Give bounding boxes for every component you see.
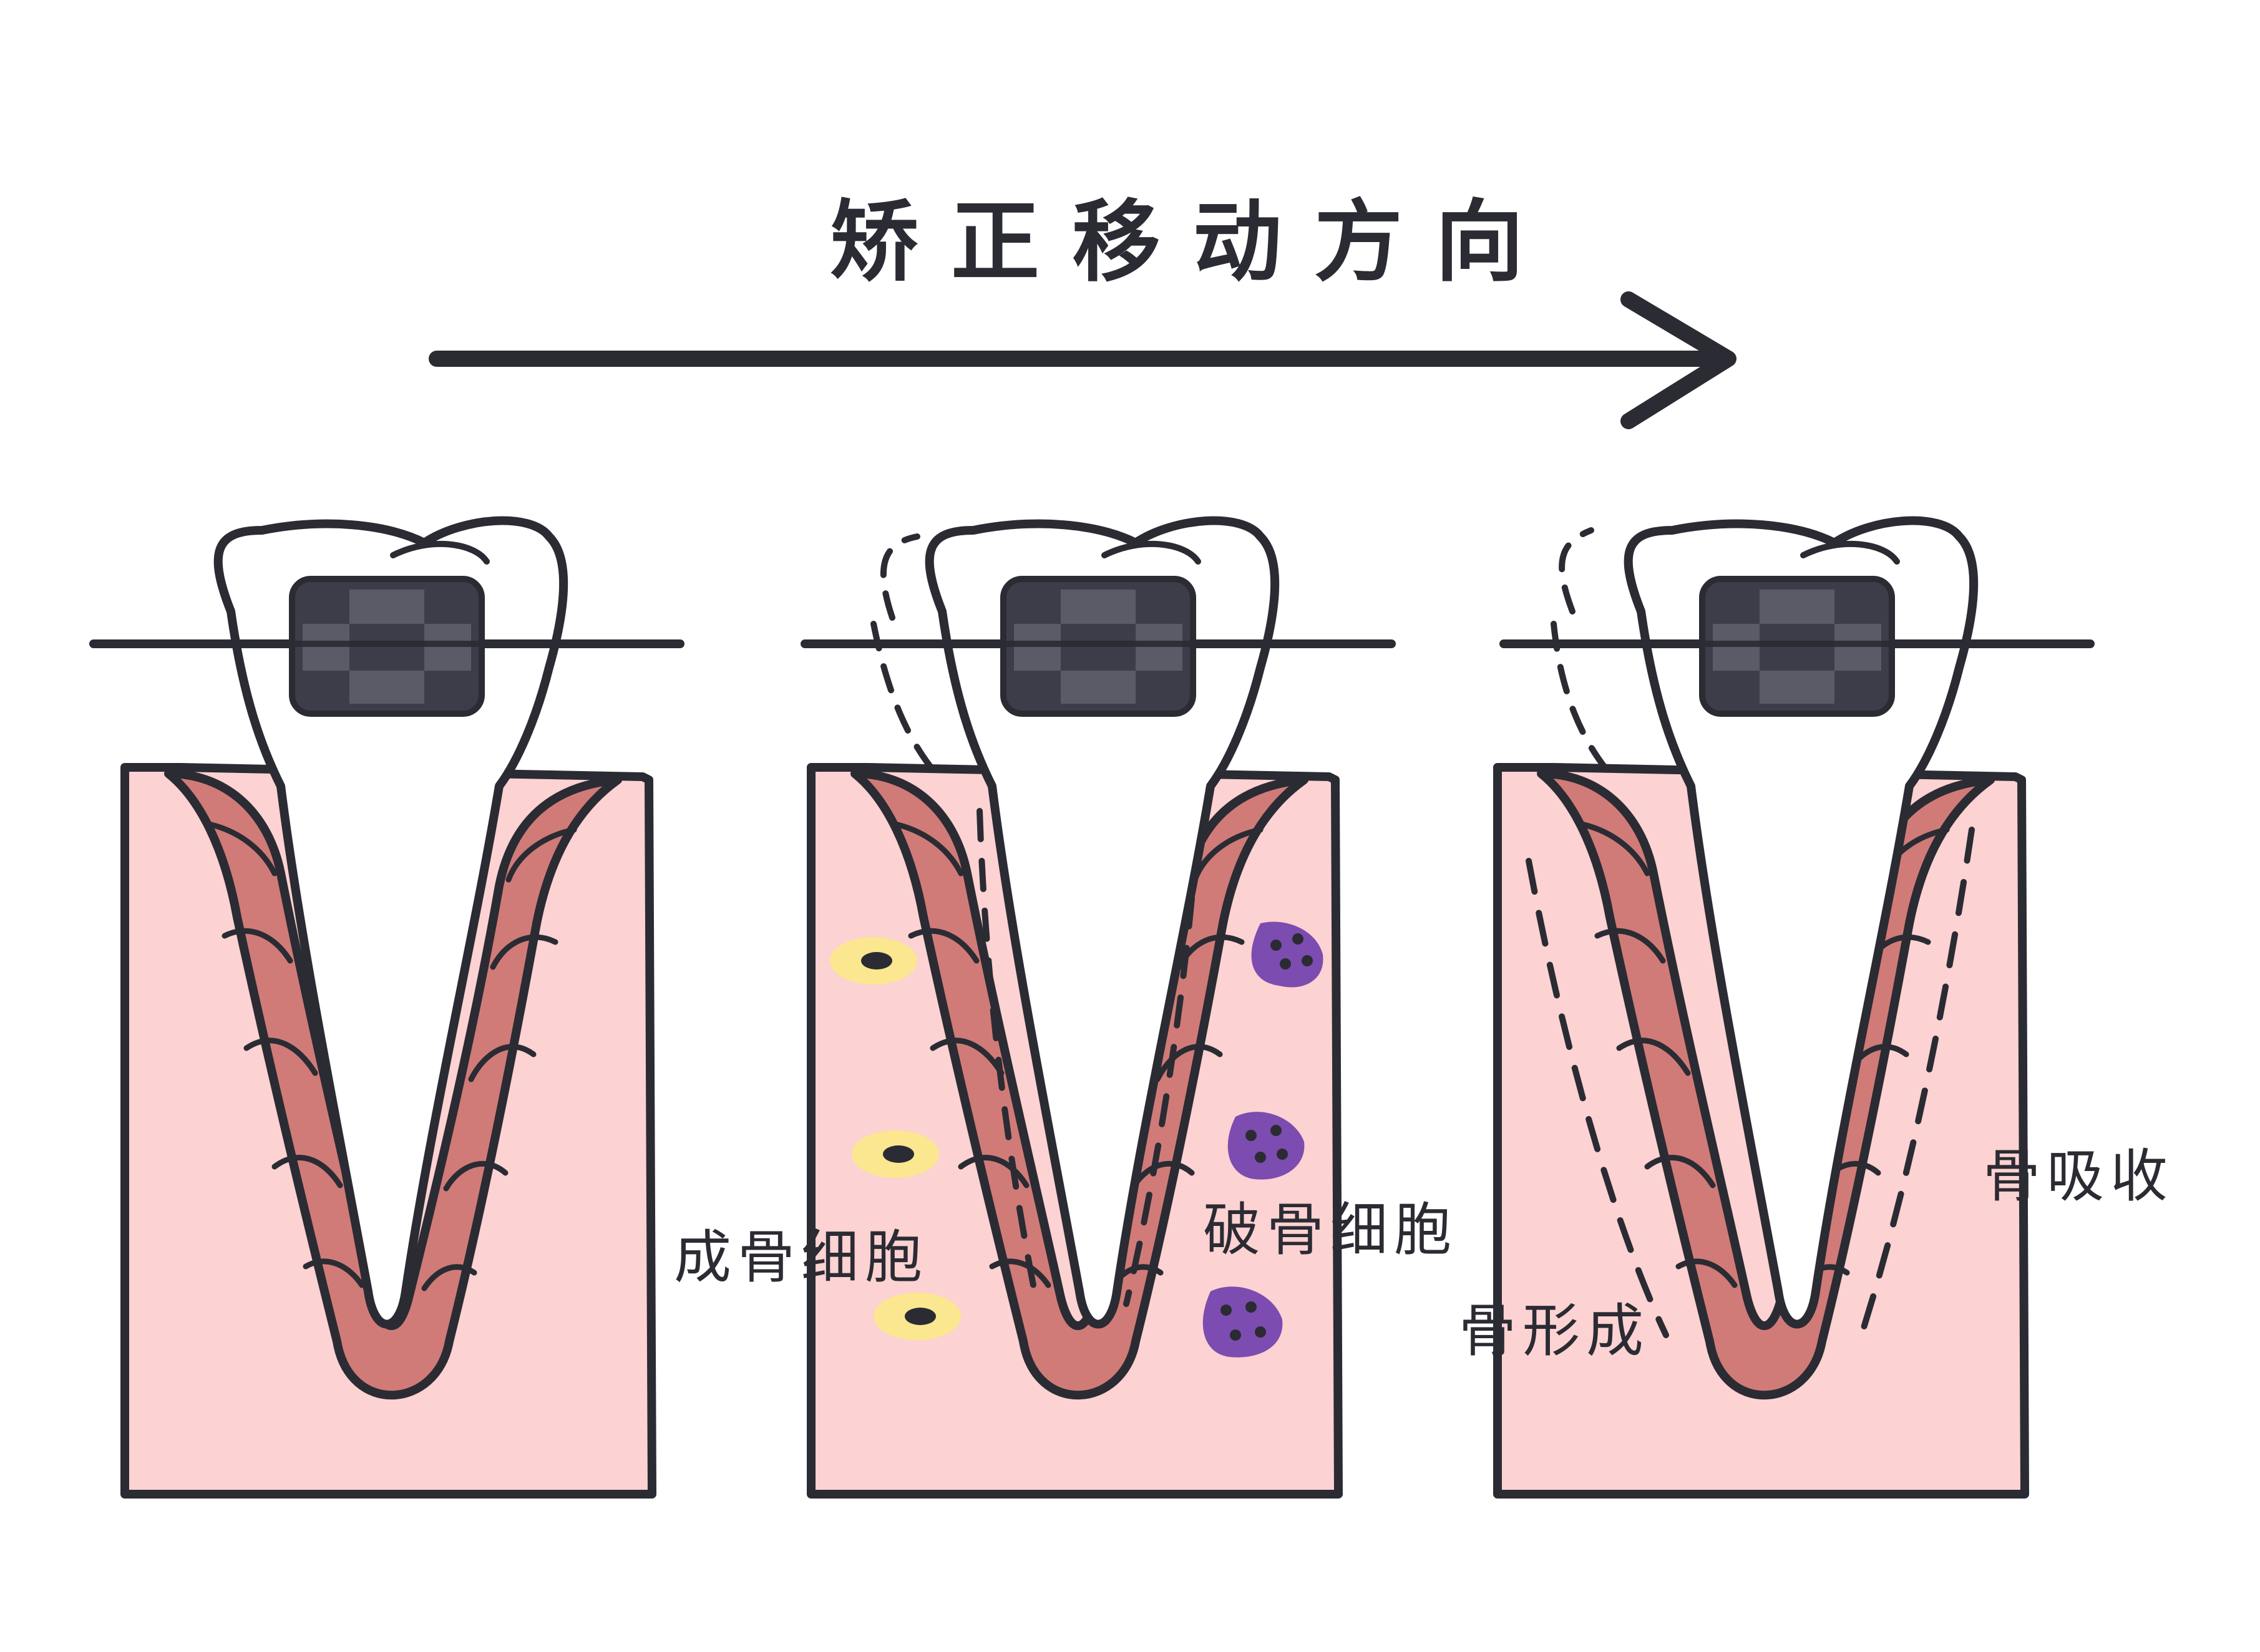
osteoblast-label: 成骨细胞 [674, 1224, 929, 1291]
direction-arrow [429, 291, 1736, 429]
bone-resorption-label: 骨吸收 [1983, 1143, 2175, 1210]
bone-formation-label: 骨形成 [1459, 1298, 1650, 1364]
panel-remodeling [1498, 521, 2090, 1494]
panel-initial [94, 521, 680, 1494]
osteoclast-cells [1202, 921, 1323, 1358]
movement-direction-title: 矫正移动方向 [830, 191, 1556, 294]
osteoclast-label: 破骨细胞 [1203, 1197, 1458, 1263]
panel-moving [805, 521, 1391, 1494]
osteoblast-cells [830, 937, 961, 1340]
